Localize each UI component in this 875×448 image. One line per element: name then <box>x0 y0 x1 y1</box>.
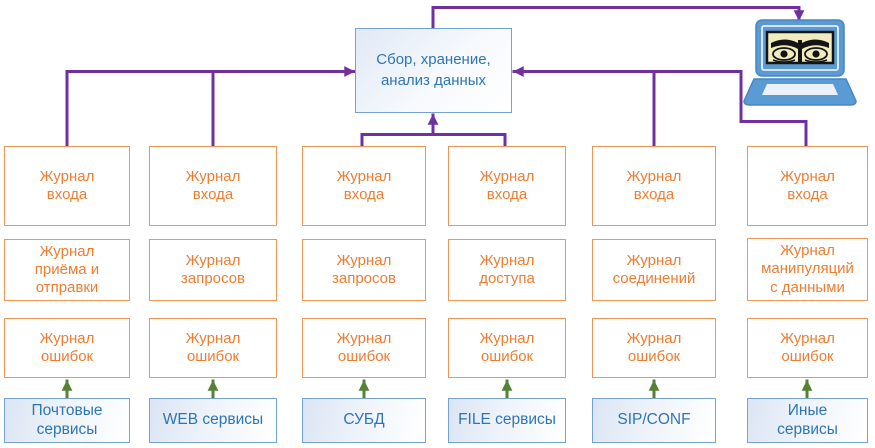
log-box-web-errors: Журнал ошибок <box>149 318 277 378</box>
log-label: Журнал ошибок <box>479 329 535 365</box>
log-label: Журнал ошибок <box>626 329 682 365</box>
service-box-other: Иные сервисы <box>747 398 868 443</box>
service-box-mail: Почтовые сервисы <box>4 398 130 443</box>
log-label: Журнал ошибок <box>185 329 241 365</box>
log-label: Журнал входа <box>336 167 392 203</box>
log-label: Журнал соединений <box>612 251 696 287</box>
service-label: Почтовые сервисы <box>31 401 103 438</box>
central-analysis-label: Сбор, хранение, анализ данных <box>376 51 491 89</box>
log-box-sip-login: Журнал входа <box>592 146 716 226</box>
log-label: Журнал доступа <box>479 251 535 287</box>
log-box-dbms-login: Журнал входа <box>302 146 426 226</box>
service-box-web: WEB сервисы <box>149 398 277 443</box>
service-label: SIP/CONF <box>617 411 691 429</box>
log-box-mail-errors: Журнал ошибок <box>4 318 130 378</box>
log-box-web-login: Журнал входа <box>149 146 277 226</box>
log-box-other-login: Журнал входа <box>747 146 868 226</box>
log-box-dbms-errors: Журнал ошибок <box>302 318 426 378</box>
log-label: Журнал ошибок <box>336 329 392 365</box>
log-label: Журнал входа <box>626 167 682 203</box>
log-box-file-login: Журнал входа <box>448 146 566 226</box>
log-label: Журнал запросов <box>180 251 245 287</box>
service-label: WEB сервисы <box>162 411 264 429</box>
service-label: Иные сервисы <box>777 401 838 438</box>
log-box-web-requests: Журнал запросов <box>149 239 277 301</box>
log-box-file-access: Журнал доступа <box>448 239 566 301</box>
log-label: Журнал входа <box>780 167 835 203</box>
log-label: Журнал приёма и отправки <box>34 242 100 297</box>
connector-left-group-to-central <box>65 66 356 150</box>
log-label: Журнал ошибок <box>780 329 835 365</box>
laptop-eyes-icon <box>743 19 857 106</box>
log-box-sip-errors: Журнал ошибок <box>592 318 716 378</box>
log-label: Журнал входа <box>39 167 95 203</box>
service-label: FILE сервисы <box>458 411 556 429</box>
service-box-sipconf: SIP/CONF <box>592 398 716 443</box>
log-box-file-errors: Журнал ошибок <box>448 318 566 378</box>
log-box-other-errors: Журнал ошибок <box>747 318 868 378</box>
service-label: СУБД <box>343 411 385 429</box>
log-box-mail-send-receive: Журнал приёма и отправки <box>4 239 130 301</box>
central-analysis-box: Сбор, хранение, анализ данных <box>355 28 512 113</box>
log-box-mail-login: Журнал входа <box>4 146 130 226</box>
log-label: Журнал запросов <box>331 251 396 287</box>
log-box-dbms-requests: Журнал запросов <box>302 239 426 301</box>
surveillance-laptop-icon <box>742 18 862 115</box>
log-label: Журнал манипуляций с данными <box>761 242 854 296</box>
log-box-sip-connections: Журнал соединений <box>592 239 716 301</box>
connector-right-group-to-central <box>512 66 808 150</box>
connector-central-to-laptop <box>431 6 805 30</box>
log-label: Журнал входа <box>185 167 241 203</box>
log-label: Журнал входа <box>479 167 535 203</box>
log-label: Журнал ошибок <box>39 329 95 365</box>
service-box-file: FILE сервисы <box>448 398 566 443</box>
log-box-other-data-manipulation: Журнал манипуляций с данными <box>747 238 868 301</box>
service-box-dbms: СУБД <box>302 398 426 443</box>
